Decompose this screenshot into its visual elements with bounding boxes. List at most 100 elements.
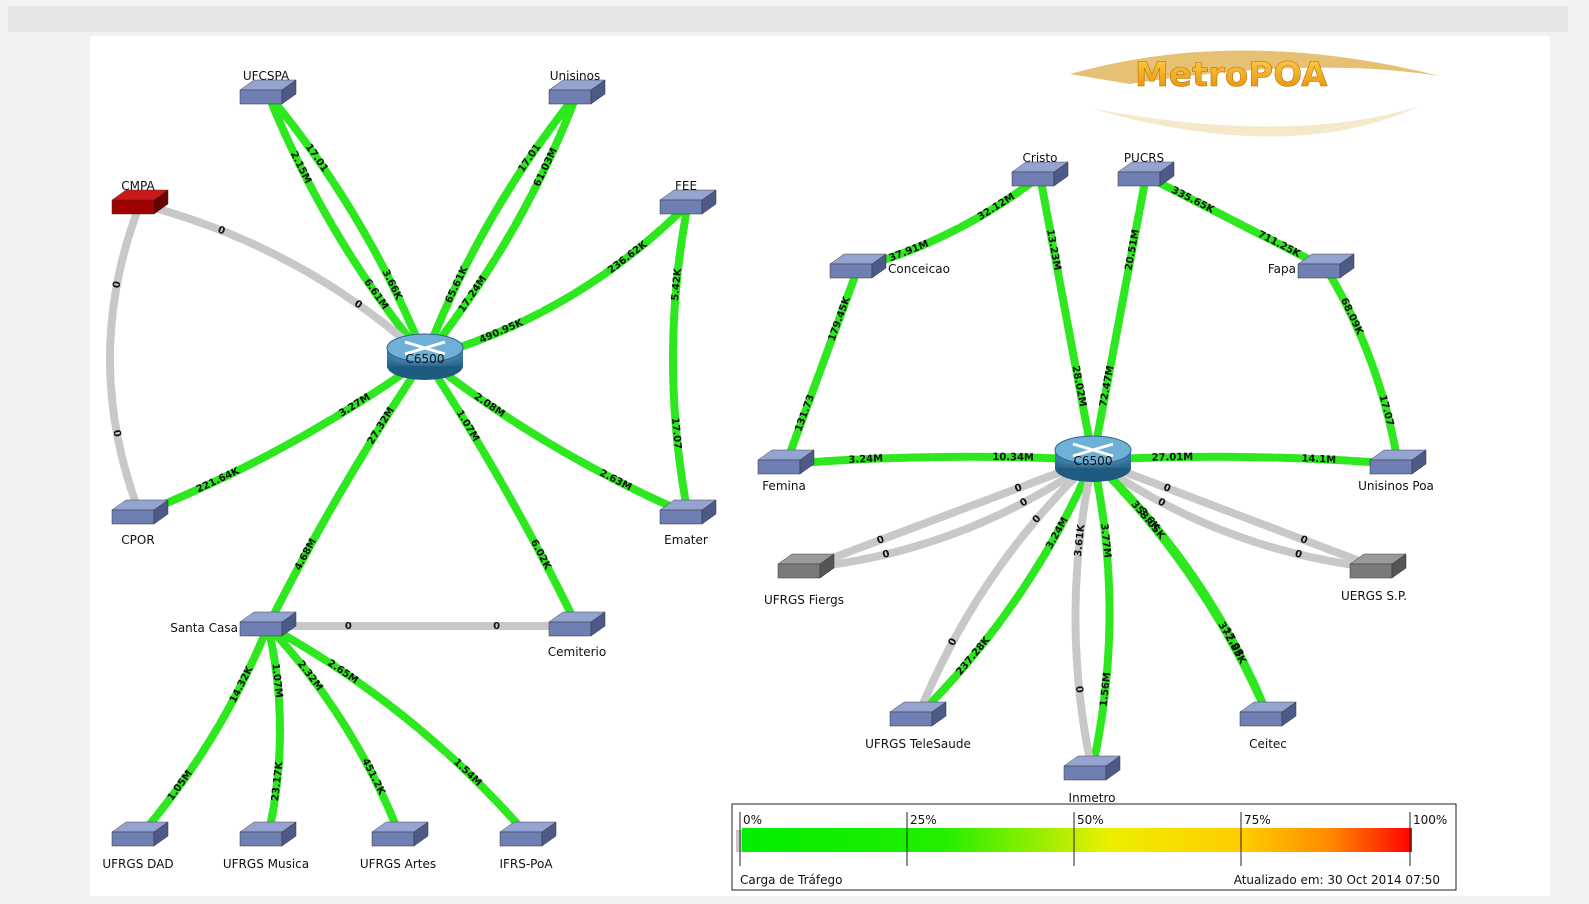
- link-c6500b-unipoa[interactable]: [1089, 452, 1402, 468]
- node-femina[interactable]: Femina: [757, 449, 815, 493]
- node-label: UERGS S.P.: [1341, 589, 1407, 603]
- link-c6500b-inmetro[interactable]: [1071, 456, 1097, 774]
- link-pucrs-c6500b[interactable]: [1089, 172, 1150, 464]
- link-fee-c6500a[interactable]: [421, 200, 692, 362]
- link-santacasa-dad[interactable]: [136, 622, 272, 840]
- link-c6500b-telesaude[interactable]: [914, 456, 1097, 720]
- node-conceicao[interactable]: Conceicao: [829, 253, 950, 279]
- node-label: Femina: [762, 479, 806, 493]
- node-cpor[interactable]: CPOR: [111, 499, 169, 547]
- switch-icon-side: [799, 449, 815, 475]
- switch-icon-side: [931, 701, 947, 727]
- link-ufcspa-c6500a[interactable]: [264, 90, 429, 362]
- link-c6500a-cpor[interactable]: [136, 354, 429, 518]
- switch-icon-front: [1239, 711, 1283, 727]
- link-santacasa-musica[interactable]: [264, 622, 284, 840]
- legend-tick-label: 50%: [1077, 813, 1104, 827]
- node-artes[interactable]: UFRGS Artes: [360, 821, 436, 871]
- link-bandwidth-label: 0: [216, 225, 227, 238]
- node-fiergs[interactable]: UFRGS Fiergs: [764, 553, 844, 607]
- link-bandwidth-label: 3.24M: [1044, 515, 1070, 551]
- switch-icon-side: [701, 499, 717, 525]
- node-uergs[interactable]: UERGS S.P.: [1341, 553, 1407, 603]
- legend-tick-label: 100%: [1413, 813, 1447, 827]
- link-c6500a-cemiterio[interactable]: [421, 354, 581, 630]
- link-unisinos-c6500a[interactable]: [421, 90, 581, 362]
- switch-icon-front: [1349, 563, 1393, 579]
- link-cristo-c6500b[interactable]: [1036, 172, 1097, 464]
- node-santacasa[interactable]: Santa Casa: [170, 611, 297, 637]
- node-unipoa[interactable]: Unisinos Poa: [1358, 449, 1434, 493]
- node-ifrs[interactable]: IFRS-PoA: [499, 821, 557, 871]
- router-arrows-icon: [404, 340, 446, 356]
- link-c6500b-fiergs[interactable]: [802, 456, 1097, 572]
- link-santacasa-artes[interactable]: [264, 622, 404, 840]
- link-fapa-unipoa[interactable]: [1322, 264, 1402, 468]
- link-c6500a-emater[interactable]: [421, 354, 692, 518]
- switch-icon-side: [1339, 253, 1355, 279]
- link-bandwidth-label: 6.02K: [528, 538, 553, 573]
- node-emater[interactable]: Emater: [659, 499, 717, 547]
- node-ceitec[interactable]: Ceitec: [1239, 701, 1297, 751]
- switch-icon-front: [111, 831, 155, 847]
- link-ufcspa-c6500a[interactable]: [264, 90, 429, 362]
- link-bandwidth-label: 0: [881, 549, 890, 561]
- link-c6500b-telesaude[interactable]: [914, 456, 1097, 720]
- node-ufcspa[interactable]: UFCSPA: [239, 69, 297, 105]
- node-cristo[interactable]: Cristo: [1011, 151, 1069, 187]
- node-musica[interactable]: UFRGS Musica: [223, 821, 309, 871]
- link-c6500a-santacasa[interactable]: [264, 354, 429, 630]
- switch-icon-front: [1117, 171, 1161, 187]
- link-bandwidth-label: 236.62K: [606, 238, 650, 276]
- switch-icon-front: [111, 199, 155, 215]
- link-c6500b-uergs[interactable]: [1089, 456, 1382, 572]
- link-fee-emater[interactable]: [669, 200, 692, 518]
- link-cmpa-c6500a[interactable]: [136, 200, 429, 362]
- node-inmetro[interactable]: Inmetro: [1063, 755, 1121, 805]
- node-label: Conceicao: [888, 262, 950, 276]
- switch-icon-front: [111, 509, 155, 525]
- node-label: UFRGS DAD: [102, 857, 173, 871]
- link-c6500b-uergs[interactable]: [1089, 456, 1382, 572]
- link-bandwidth-label: 28.02M: [1069, 365, 1087, 408]
- node-unisinos[interactable]: Unisinos: [548, 69, 606, 105]
- node-c6500a[interactable]: C6500: [386, 333, 464, 380]
- link-c6500b-fiergs[interactable]: [802, 456, 1097, 572]
- switch-icon-side: [590, 79, 606, 105]
- node-fee[interactable]: FEE: [659, 179, 717, 215]
- links-layer: [106, 90, 1402, 840]
- link-unisinos-c6500a[interactable]: [421, 90, 581, 362]
- link-bandwidth-label: 0: [1073, 685, 1085, 693]
- legend-idle-swatch: [736, 830, 742, 852]
- node-label: Cemiterio: [548, 645, 606, 659]
- link-c6500b-ceitec[interactable]: [1089, 456, 1272, 720]
- node-label: Santa Casa: [170, 621, 238, 635]
- link-bandwidth-label: 17.07: [1377, 394, 1396, 427]
- link-conceicao-femina[interactable]: [782, 264, 862, 468]
- switch-icon-side: [1411, 449, 1427, 475]
- link-c6500b-ceitec[interactable]: [1089, 456, 1272, 720]
- link-bandwidth-label: 0: [110, 429, 122, 438]
- node-label: UFRGS Fiergs: [764, 593, 844, 607]
- node-cmpa[interactable]: CMPA: [111, 179, 169, 215]
- link-pucrs-fapa[interactable]: [1142, 172, 1330, 272]
- legend-updated: Atualizado em: 30 Oct 2014 07:50: [1234, 873, 1440, 887]
- router-arrows-icon: [1072, 442, 1114, 458]
- switch-icon-front: [1297, 263, 1341, 279]
- node-dad[interactable]: UFRGS DAD: [102, 821, 174, 871]
- node-c6500b[interactable]: C6500: [1054, 435, 1132, 482]
- top-bar: [8, 6, 1568, 32]
- node-cemiterio[interactable]: Cemiterio: [548, 611, 606, 659]
- node-fapa[interactable]: Fapa: [1268, 253, 1355, 279]
- node-telesaude[interactable]: UFRGS TeleSaude: [865, 701, 971, 751]
- node-label: FEE: [675, 179, 697, 193]
- link-cmpa-cpor[interactable]: [106, 200, 144, 518]
- node-pucrs[interactable]: PUCRS: [1117, 151, 1175, 187]
- link-bandwidth-label: 335.65K: [1169, 185, 1216, 216]
- legend-tick-label: 0%: [743, 813, 762, 827]
- link-femina-c6500b[interactable]: [782, 452, 1097, 468]
- link-santacasa-ifrs[interactable]: [264, 622, 532, 840]
- traffic-legend: 0%25%50%75%100% Carga de Tráfego Atualiz…: [731, 803, 1457, 891]
- link-c6500b-inmetro[interactable]: [1088, 456, 1114, 774]
